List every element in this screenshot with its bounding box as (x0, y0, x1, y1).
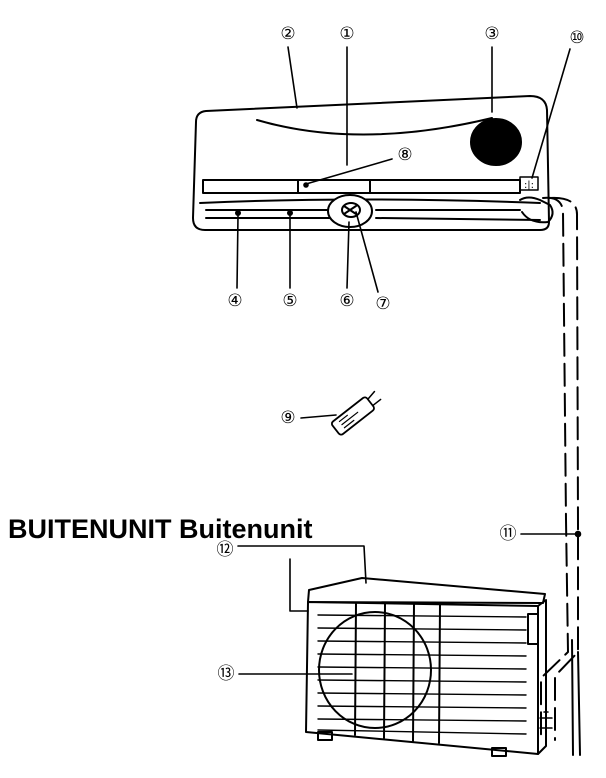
remote-control-line (341, 411, 359, 426)
leader-line-9 (300, 414, 337, 419)
leader-line-7 (355, 211, 379, 293)
remote-control-body (331, 396, 375, 436)
callout-13: ⑬ (218, 664, 235, 684)
outdoor-unit-valve (539, 711, 553, 729)
indoor-unit-small-box (519, 176, 539, 191)
remote-control-line-3 (343, 419, 355, 429)
callout-7: ⑦ (375, 294, 390, 314)
pipe-dashed-right (548, 196, 579, 741)
leader-line-8 (305, 158, 393, 185)
grille-bar-right-2 (438, 604, 441, 744)
callout-11: ⑪ (500, 524, 517, 544)
callout-3: ③ (484, 24, 499, 44)
leader-dot-11 (574, 530, 582, 538)
indoor-unit-black-circle (470, 118, 522, 166)
indicator-dot-4 (235, 210, 241, 216)
callout-9: ⑨ (280, 408, 295, 428)
emergency-button-inner (341, 202, 361, 218)
leader-line-4 (236, 215, 239, 289)
callouts (236, 46, 582, 675)
leader-line-10 (531, 48, 571, 179)
callout-12: ⑫ (217, 540, 234, 560)
callout-2: ② (280, 24, 295, 44)
outdoor-unit-grille (317, 614, 527, 735)
indoor-unit: :|: (192, 95, 554, 231)
small-box-mark: :|: (524, 180, 534, 191)
indoor-unit-louver (199, 198, 541, 204)
callout-6: ⑥ (339, 291, 354, 311)
outdoor-unit-foot-left (317, 731, 333, 741)
indoor-unit-bottom-edge (205, 217, 541, 221)
outdoor-unit-heading: BUITENUNIT Buitenunit (8, 514, 313, 544)
outdoor-unit-fan (318, 611, 432, 729)
outdoor-unit-foot-right (491, 747, 507, 757)
remote-control (331, 390, 382, 436)
outdoor-unit (305, 577, 553, 757)
indoor-unit-display-strip (202, 179, 521, 194)
grille-bar-left (354, 603, 357, 736)
remote-control-antenna (367, 390, 382, 407)
leader-line-2 (287, 46, 298, 109)
indoor-unit-pipe-bend (519, 196, 554, 224)
leader-line-12 (237, 545, 367, 612)
outdoor-unit-service-panel (527, 613, 539, 645)
grille-bar-right (412, 603, 415, 742)
outdoor-unit-side (537, 599, 547, 755)
callout-1: ① (339, 24, 354, 44)
callout-8: ⑧ (397, 145, 412, 165)
remote-control-line-2 (338, 414, 348, 423)
callout-10: ⑩ (569, 28, 584, 48)
leader-line-6 (346, 221, 350, 289)
pipe-drain-line-2 (571, 639, 574, 756)
callout-5: ⑤ (282, 291, 297, 311)
pipe-drain-line (577, 651, 581, 756)
outdoor-unit-top (307, 577, 546, 604)
grille-bar-mid (383, 603, 386, 739)
indicator-dot-5 (287, 210, 293, 216)
indoor-unit-front-curve (256, 117, 493, 136)
emergency-button-detail (343, 205, 357, 215)
callout-labels: ① ② ③ ④ ⑤ ⑥ ⑦ ⑧ ⑨ ⑩ ⑪ ⑫ ⑬ (217, 24, 585, 684)
callout-4: ④ (227, 291, 242, 311)
refrigerant-pipe (540, 196, 581, 756)
